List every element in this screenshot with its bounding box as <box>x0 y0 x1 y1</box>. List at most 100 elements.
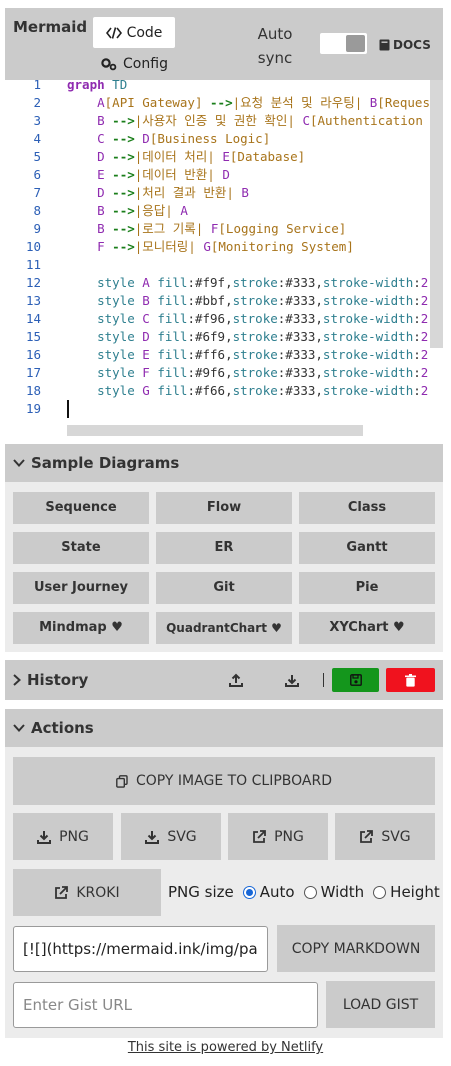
download-svg-button[interactable]: SVG <box>121 813 221 860</box>
code-token <box>67 347 97 362</box>
sample-class-button[interactable]: Class <box>299 492 435 524</box>
code-token: [API Gateway] <box>104 95 203 110</box>
code-area[interactable]: graph TD A[API Gateway] -->|요청 분석 및 라우팅|… <box>67 80 429 420</box>
code-token: C <box>97 131 105 146</box>
code-token: stroke-width <box>322 275 414 290</box>
code-token: --> <box>112 149 135 164</box>
code-token: C <box>302 113 310 128</box>
line-number: 19 <box>25 401 41 416</box>
png-size-label: PNG size <box>168 883 234 901</box>
sample-sequence-button[interactable]: Sequence <box>13 492 149 524</box>
code-token: D <box>97 149 105 164</box>
upload-history-button[interactable] <box>227 672 245 688</box>
code-token: :#f9f, <box>187 275 233 290</box>
code-token <box>203 221 211 236</box>
code-token: B <box>142 293 150 308</box>
autosync-label: Auto sync <box>253 22 297 70</box>
code-token: B <box>369 95 378 110</box>
code-line: F -->|모니터링| G[Monitoring System] <box>67 238 354 256</box>
code-token: --> <box>112 113 135 128</box>
code-token: --> <box>112 221 135 236</box>
png-size-height-radio[interactable] <box>373 885 387 899</box>
vertical-scrollbar[interactable] <box>430 80 443 348</box>
code-token: [Request Han <box>377 95 429 110</box>
line-number: 6 <box>33 167 41 182</box>
sample-button-label: Pie <box>355 580 379 595</box>
code-token: E <box>142 347 150 362</box>
kroki-button[interactable]: KROKI <box>13 869 161 916</box>
download-png-button[interactable]: PNG <box>13 813 113 860</box>
gist-url-input[interactable]: Enter Gist URL <box>13 982 318 1028</box>
code-token <box>202 95 210 110</box>
sample-git-button[interactable]: Git <box>156 572 292 604</box>
save-history-button[interactable] <box>332 668 379 692</box>
open-png-button[interactable]: PNG <box>228 813 328 860</box>
tab-config[interactable]: Config <box>93 52 175 76</box>
code-token <box>67 221 97 236</box>
sample-button-label: Flow <box>206 500 242 515</box>
actions-panel: Actions COPY IMAGE TO CLIPBOARD PNG SVG … <box>5 709 443 1038</box>
sample-button-label: QuadrantChart ♥ <box>166 621 282 635</box>
code-token: fill <box>157 275 188 290</box>
netlify-link[interactable]: This site is powered by Netlify <box>127 1040 324 1055</box>
sample-state-button[interactable]: State <box>13 532 149 564</box>
png-size-auto-radio[interactable] <box>242 885 256 899</box>
sample-flow-button[interactable]: Flow <box>156 492 292 524</box>
open-svg-button[interactable]: SVG <box>335 813 435 860</box>
sample-quadrantchart-button[interactable]: QuadrantChart ♥ <box>156 612 292 644</box>
code-token: :#f66, <box>187 383 233 398</box>
code-token: stroke <box>232 347 278 362</box>
code-token: B <box>241 185 249 200</box>
sample-gantt-button[interactable]: Gantt <box>299 532 435 564</box>
code-token: [Monitoring System] <box>210 239 354 254</box>
actions-header[interactable]: Actions <box>5 709 443 747</box>
code-token: stroke-width <box>322 365 414 380</box>
docs-link[interactable]: DOCS <box>379 38 431 52</box>
line-number: 1 <box>33 77 41 92</box>
download-history-button[interactable] <box>283 672 301 688</box>
code-token: fill <box>157 383 188 398</box>
horizontal-scrollbar[interactable] <box>67 425 363 436</box>
code-token: :#333, <box>277 329 323 344</box>
sample-diagrams-header[interactable]: Sample Diagrams <box>5 444 443 482</box>
copy-markdown-label: COPY MARKDOWN <box>291 940 421 957</box>
code-token <box>67 383 97 398</box>
text-cursor <box>67 400 69 418</box>
floppy-icon <box>349 674 362 686</box>
code-token: :#9f6, <box>187 365 233 380</box>
markdown-field[interactable]: [![](https://mermaid.ink/img/pa <box>13 926 268 972</box>
docs-label: DOCS <box>393 38 431 52</box>
open-png-label: PNG <box>274 828 304 845</box>
sample-diagrams-title: Sample Diagrams <box>31 454 180 472</box>
png-size-width-radio[interactable] <box>303 885 317 899</box>
line-number: 13 <box>25 293 41 308</box>
autosync-label-line1: Auto <box>257 25 293 43</box>
autosync-toggle[interactable] <box>320 33 367 54</box>
copy-image-button[interactable]: COPY IMAGE TO CLIPBOARD <box>13 757 435 805</box>
load-gist-button[interactable]: LOAD GIST <box>326 981 435 1028</box>
chevron-down-icon <box>13 724 25 732</box>
sample-mindmap-button[interactable]: Mindmap ♥ <box>13 612 149 644</box>
code-token: B <box>97 113 105 128</box>
code-token: [Logging Service] <box>218 221 347 236</box>
code-token: D <box>222 167 230 182</box>
sample-er-button[interactable]: ER <box>156 532 292 564</box>
trash-icon <box>405 673 416 687</box>
code-token: |응답| <box>134 203 173 218</box>
copy-markdown-button[interactable]: COPY MARKDOWN <box>277 925 435 972</box>
sample-xychart-button[interactable]: XYChart ♥ <box>299 612 435 644</box>
tab-code[interactable]: Code <box>93 17 175 48</box>
sample-pie-button[interactable]: Pie <box>299 572 435 604</box>
line-number: 18 <box>25 383 41 398</box>
open-svg-label: SVG <box>381 828 411 845</box>
code-token: style <box>97 383 135 398</box>
sample-user-journey-button[interactable]: User Journey <box>13 572 149 604</box>
delete-history-button[interactable] <box>386 668 435 692</box>
code-token: style <box>97 311 135 326</box>
sample-button-label: Git <box>213 580 235 595</box>
code-token: 2px <box>420 293 429 308</box>
code-token: stroke <box>232 311 278 326</box>
code-token: |처리 결과 반환| <box>134 185 234 200</box>
